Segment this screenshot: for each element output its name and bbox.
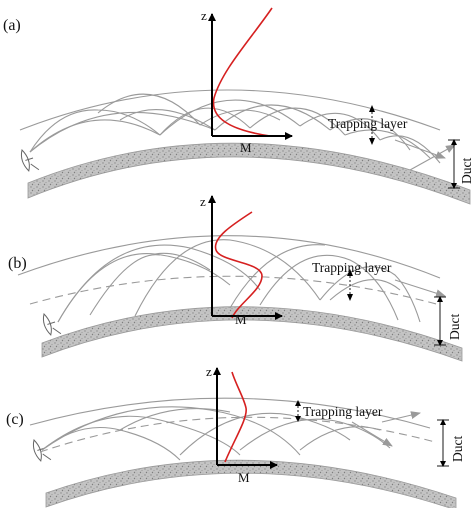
panel-a-trapping-label: Trapping layer: [328, 116, 408, 131]
panel-a-m-label: M: [240, 140, 252, 155]
panel-a-rays: [29, 93, 441, 164]
panel-a-label: (a): [3, 17, 21, 34]
antenna-icon: [42, 312, 62, 336]
panel-c-trapping-label: Trapping layer: [303, 404, 383, 419]
panel-b-m-profile: [214, 211, 263, 319]
panel-a-duct-label: Duct: [459, 158, 474, 184]
antenna-icon: [32, 438, 52, 462]
panel-c-m-profile: [224, 371, 247, 463]
panel-a-trapping-boundary: [19, 89, 441, 131]
panel-b-rays: [57, 239, 421, 323]
panel-a-z-label: z: [201, 8, 207, 23]
panel-b-trapping-boundary: [17, 235, 441, 279]
panel-c-ground: [45, 459, 457, 508]
panel-c-trapping-boundary: [29, 397, 431, 429]
panel-a: (a): [3, 7, 474, 205]
panel-c-rays: [41, 406, 391, 461]
panel-c-ray-arrow-lower: [351, 421, 393, 447]
panel-c-duct-label: Duct: [450, 436, 465, 462]
panel-b: (b) z M Trapp: [8, 194, 463, 362]
panel-b-m-label: M: [235, 312, 247, 327]
panel-b-z-label: z: [200, 194, 206, 209]
panel-b-ray-arrow: [394, 279, 446, 298]
panel-b-duct-label: Duct: [447, 314, 462, 340]
panel-b-ground: [41, 306, 463, 362]
panel-c-ray-arrow-upper: [381, 411, 421, 423]
panel-c-m-label: M: [238, 470, 250, 485]
panel-a-ground: [27, 142, 471, 205]
panel-a-m-profile: [212, 7, 273, 137]
antenna-icon: [20, 148, 40, 172]
panel-c-z-label: z: [206, 364, 212, 379]
panel-b-trapping-label: Trapping layer: [312, 260, 392, 275]
panel-c: (c) z M Trapping layer: [6, 364, 465, 508]
panel-a-ray-arrow-lower: [409, 144, 456, 171]
panel-c-label: (c): [6, 411, 24, 428]
panel-b-label: (b): [8, 255, 27, 272]
